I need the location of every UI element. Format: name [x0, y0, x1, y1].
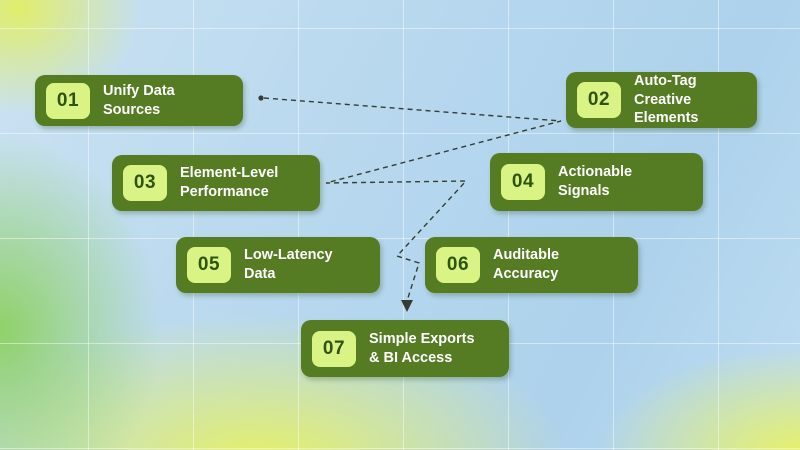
step-label: Auto-Tag Creative Elements: [634, 72, 699, 127]
step-number-badge: 01: [46, 82, 90, 119]
step-number-badge: 03: [123, 165, 167, 201]
connector-start-dot: [258, 95, 264, 101]
step-label: Element-Level Performance: [180, 165, 279, 200]
step-number-badge: 04: [501, 164, 545, 200]
step-label: Auditable Accuracy: [493, 247, 560, 282]
step-label: Simple Exports & BI Access: [369, 330, 475, 366]
step-card-2: 02 Auto-Tag Creative Elements: [566, 72, 757, 128]
step-card-7: 07 Simple Exports & BI Access: [301, 320, 509, 377]
step-number-badge: 06: [436, 247, 480, 283]
step-card-6: 06 Auditable Accuracy: [425, 237, 638, 293]
arrowhead-icon: [401, 300, 413, 312]
step-card-1: 01 Unify Data Sources: [35, 75, 243, 126]
step-card-5: 05 Low-Latency Data: [176, 237, 380, 293]
step-label: Actionable Signals: [558, 164, 633, 199]
step-number-badge: 07: [312, 330, 356, 367]
step-number-badge: 05: [187, 247, 231, 283]
step-number-badge: 02: [577, 82, 621, 118]
step-card-3: 03 Element-Level Performance: [112, 155, 320, 211]
step-label: Low-Latency Data: [244, 247, 333, 282]
step-card-4: 04 Actionable Signals: [490, 153, 703, 211]
step-label: Unify Data Sources: [103, 82, 175, 118]
